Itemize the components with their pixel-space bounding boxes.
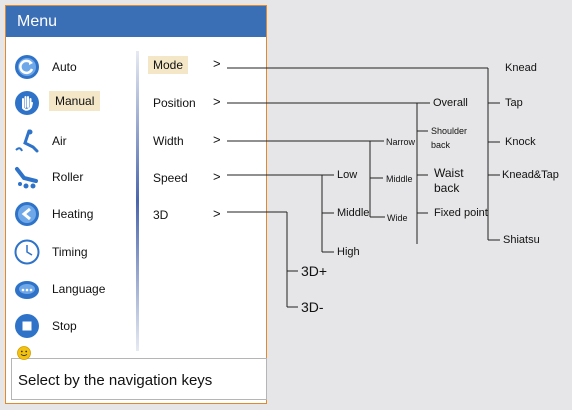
submenu-item-label: Position bbox=[153, 96, 196, 110]
position-option-fixed-point: Fixed point bbox=[434, 207, 488, 219]
help-text: Select by the navigation keys bbox=[18, 372, 213, 389]
submenu-item-label: Width bbox=[153, 134, 184, 148]
submenu-item-speed[interactable]: Speed > bbox=[147, 168, 257, 190]
menu-item-label: Timing bbox=[52, 245, 88, 259]
menu-item-auto[interactable]: Auto bbox=[12, 53, 127, 83]
menu-item-roller[interactable]: Roller bbox=[12, 163, 127, 193]
menu-item-timing[interactable]: Timing bbox=[12, 238, 127, 268]
air-seat-icon bbox=[15, 129, 39, 153]
menu-panel: Menu Select by the navigation keys bbox=[5, 5, 267, 404]
mode-option-knock: Knock bbox=[505, 136, 536, 148]
menu-item-stop[interactable]: Stop bbox=[12, 312, 127, 342]
submenu-item-label: 3D bbox=[153, 208, 169, 222]
position-option-waist-line1: Waist bbox=[434, 166, 464, 180]
submenu-item-label: Mode bbox=[148, 56, 189, 74]
help-box: Select by the navigation keys bbox=[11, 358, 267, 400]
mode-option-tap: Tap bbox=[505, 97, 523, 109]
width-option-middle: Middle bbox=[386, 174, 413, 184]
roller-icon bbox=[15, 167, 38, 189]
speed-option-low: Low bbox=[337, 169, 358, 181]
menu-item-language[interactable]: Language bbox=[12, 275, 127, 305]
clock-icon bbox=[14, 239, 40, 265]
width-option-narrow: Narrow bbox=[386, 137, 416, 147]
chevron-right-icon: > bbox=[213, 206, 221, 221]
chevron-right-icon: > bbox=[213, 56, 221, 71]
menu-item-label: Roller bbox=[52, 170, 84, 184]
chevron-right-icon: > bbox=[213, 94, 221, 109]
stop-icon bbox=[15, 314, 39, 338]
mode-option-shiatsu: Shiatsu bbox=[503, 234, 540, 246]
submenu-item-width[interactable]: Width > bbox=[147, 131, 257, 153]
mode-option-knead-tap: Knead&Tap bbox=[502, 169, 559, 181]
submenu-item-label: Speed bbox=[153, 171, 188, 185]
3d-option-plus: 3D+ bbox=[301, 263, 328, 279]
menu-item-label: Heating bbox=[52, 207, 94, 221]
position-option-overall: Overall bbox=[433, 97, 468, 109]
menu-item-label: Auto bbox=[52, 60, 77, 74]
speed-option-high: High bbox=[337, 246, 360, 258]
menu-item-heating[interactable]: Heating bbox=[12, 200, 127, 230]
menu-item-label: Language bbox=[52, 282, 106, 296]
chevron-right-icon: > bbox=[213, 132, 221, 147]
menu-item-label: Air bbox=[52, 134, 67, 148]
3d-option-minus: 3D- bbox=[301, 299, 324, 315]
position-option-shoulder-line1: Shoulder bbox=[431, 126, 468, 136]
submenu-item-3d[interactable]: 3D > bbox=[147, 205, 257, 227]
position-option-shoulder-line2: back bbox=[431, 140, 451, 150]
menu-title: Menu bbox=[6, 6, 266, 37]
submenu-item-position[interactable]: Position > bbox=[147, 93, 257, 115]
menu-item-label: Manual bbox=[49, 91, 101, 111]
submenu-item-mode[interactable]: Mode > bbox=[147, 55, 257, 77]
menu-item-air[interactable]: Air bbox=[12, 127, 127, 157]
width-option-wide: Wide bbox=[387, 213, 408, 223]
menu-item-label: Stop bbox=[52, 319, 77, 333]
speech-bubble-icon bbox=[15, 281, 39, 299]
hand-icon bbox=[15, 91, 39, 115]
menu-item-manual[interactable]: Manual bbox=[12, 89, 127, 119]
mode-option-knead: Knead bbox=[505, 62, 537, 74]
divider bbox=[136, 51, 139, 351]
auto-icon bbox=[15, 55, 39, 79]
position-option-waist-line2: back bbox=[434, 181, 460, 195]
chevron-right-icon: > bbox=[213, 169, 221, 184]
speed-option-middle: Middle bbox=[337, 207, 370, 219]
heating-icon bbox=[15, 202, 39, 226]
smiley-icon bbox=[17, 346, 31, 360]
